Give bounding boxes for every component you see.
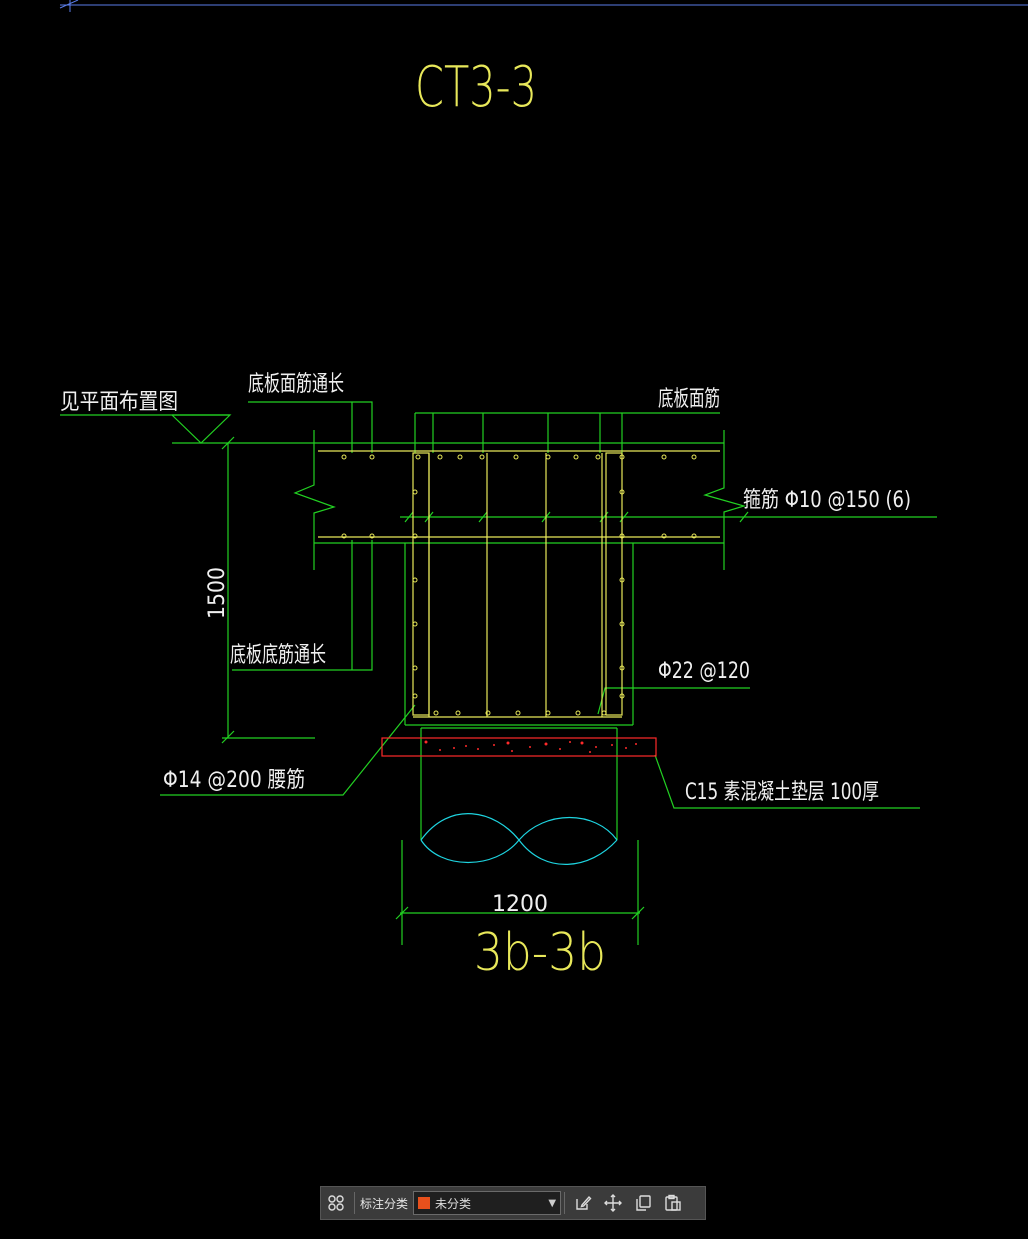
- category-dropdown[interactable]: 未分类 ▼: [413, 1191, 562, 1215]
- dim-height: 1500: [205, 567, 230, 619]
- label-top-bar: 底板面筋: [658, 387, 720, 412]
- category-value: 未分类: [435, 1196, 472, 1211]
- category-label: 标注分类: [360, 1196, 409, 1211]
- toolbar-separator: [354, 1192, 355, 1214]
- label-elevation-ref: 见平面布置图: [60, 390, 178, 415]
- concrete-outline: [60, 401, 937, 945]
- move-icon[interactable]: [598, 1188, 628, 1218]
- toolbar-separator: [564, 1192, 566, 1214]
- annotation-toolbar: 标注分类 未分类 ▼: [320, 1186, 706, 1220]
- pile-break-curve: [420, 813, 618, 865]
- edit-icon[interactable]: [568, 1188, 598, 1218]
- label-bottom-bar-continuous: 底板底筋通长: [230, 643, 326, 668]
- label-cushion: C15 素混凝土垫层 100厚: [685, 780, 879, 805]
- viewport-corner: [59, 0, 79, 9]
- copy-icon[interactable]: [628, 1188, 658, 1218]
- pile-break-curve: [420, 816, 618, 864]
- drawing-title: CT3-3: [415, 55, 537, 120]
- dim-width: 1200: [492, 892, 548, 917]
- label-stirrup: 箍筋 Φ10 @150 (6): [743, 488, 911, 513]
- rebar: [318, 450, 720, 718]
- label-main-bar: Φ22 @120: [658, 659, 750, 684]
- section-label: 3b-3b: [474, 923, 606, 983]
- rebar-dots: [341, 454, 697, 716]
- cushion-layer: [381, 737, 657, 757]
- grid-apps-icon[interactable]: [321, 1188, 351, 1218]
- chevron-down-icon: ▼: [548, 1197, 557, 1209]
- cushion-hatch: [424, 740, 637, 753]
- label-top-bar-continuous: 底板面筋通长: [248, 372, 344, 397]
- paste-icon[interactable]: [658, 1188, 688, 1218]
- label-waist-bar: Φ14 @200 腰筋: [163, 768, 305, 793]
- category-color-swatch: [418, 1197, 431, 1209]
